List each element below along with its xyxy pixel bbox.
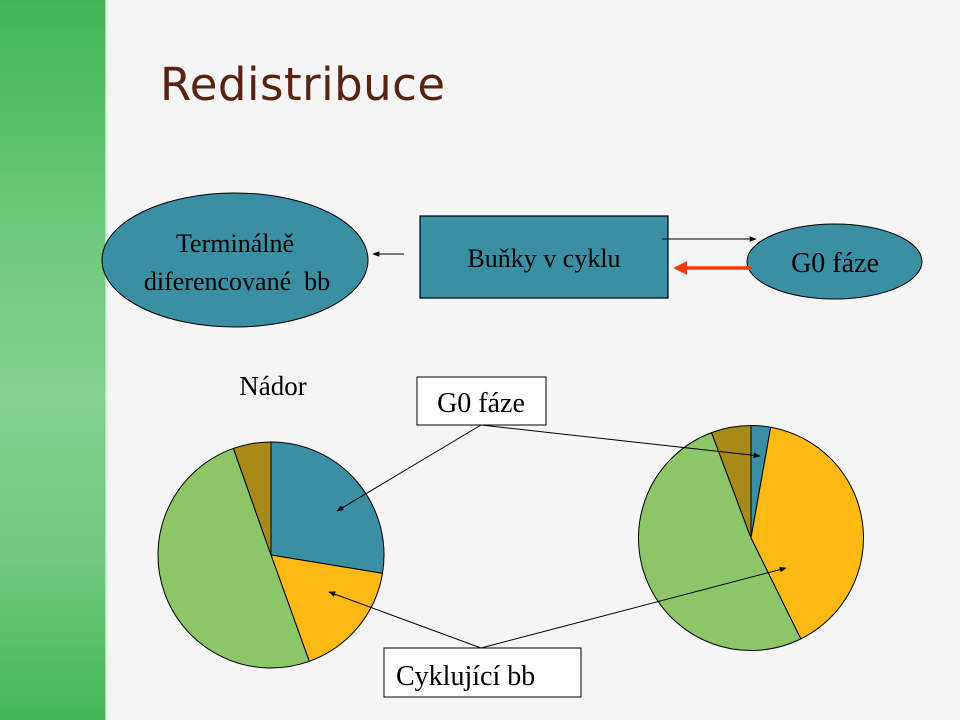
callout-cycling: Cyklující bb [383,647,582,698]
pie-slice-teal [270,441,385,574]
terminal-ellipse [101,192,369,328]
terminal-label-line1: Terminálně [176,229,294,258]
pie-slice-green [157,447,310,669]
terminal-label-line2: diferencované bb [144,267,330,296]
callout-g0-label: G0 fáze [437,388,525,419]
g0-ellipse [746,223,923,300]
node-g0: G0 fáze [746,223,923,300]
pie-chart-redistributed [638,424,864,651]
decorative-side-stripe [0,0,109,720]
callout-g0: G0 fáze [416,376,547,426]
pie-left-title: Nádor [239,371,306,401]
pie-slice-brown [232,441,272,556]
node-cycling: Buňky v cyklu [419,215,669,299]
pie-chart-tumor [157,441,385,669]
callout-cycling-label: Cyklující bb [396,661,535,692]
callout-cycling-arrow-left [328,591,482,649]
cycling-label: Buňky v cyklu [467,244,620,273]
pie-slice-yellow [270,554,384,662]
pie-slice-yellow [750,426,864,640]
callout-g0-box [416,376,547,426]
callout-cycling-box [383,647,582,698]
g0-label: G0 fáze [791,248,879,279]
cycling-box [419,215,669,299]
callout-g0-arrow-left [336,424,482,512]
slide-title: Redistribuce [160,58,446,111]
node-terminal: Terminálně diferencované bb [101,192,369,328]
callout-cycling-arrow-right [480,566,787,649]
callout-g0-arrow-right [480,424,761,459]
